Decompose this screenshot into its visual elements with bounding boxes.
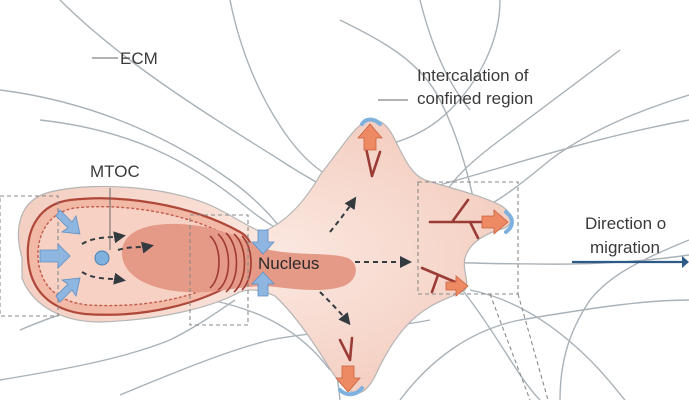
mtoc [95, 251, 109, 265]
direction-label-line1: Direction o [585, 214, 666, 234]
ecm-fiber [480, 95, 689, 210]
intercalation-label-line2: confined region [417, 89, 533, 109]
intercalation-label-line1: Intercalation of [417, 66, 529, 86]
mtoc-label: MTOC [90, 162, 140, 182]
nucleus-label: Nucleus [258, 254, 319, 274]
zoom-guide-line [518, 294, 548, 400]
direction-label-line2: migration [590, 238, 660, 258]
ecm-label: ECM [120, 49, 158, 69]
ecm-fiber [400, 300, 689, 400]
